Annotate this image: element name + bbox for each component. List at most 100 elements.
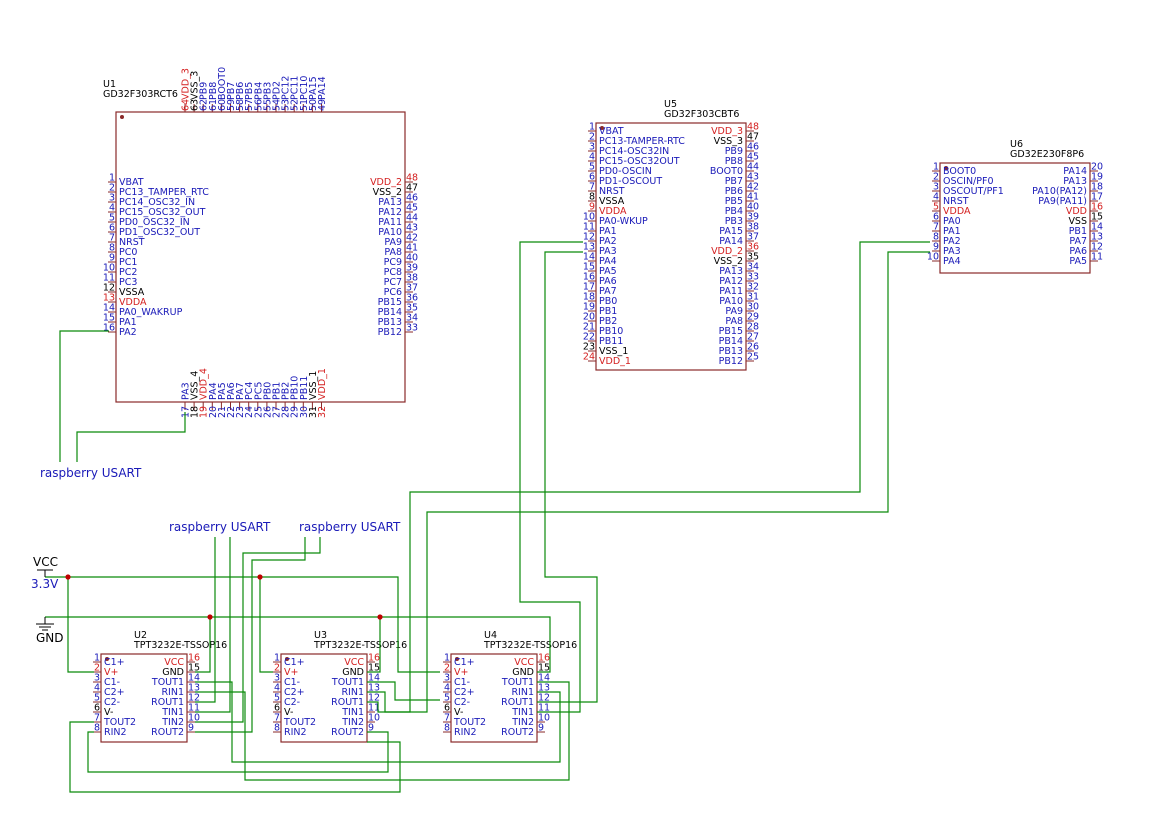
pin-number: 33 [406,323,418,334]
pin-label: PA13 [378,197,402,208]
pin-number: 6 [274,703,280,714]
pin-label: VDDA [943,206,971,217]
pin-label: PD0_OSC32_IN [119,217,190,228]
pin-number: 36 [747,242,759,253]
pin-label: PA10(PA12) [1032,186,1087,197]
pin-number: 16 [188,653,200,664]
pin-number: 5 [933,202,939,213]
chip-body [939,162,1091,274]
pin-label: PA0_WAKRUP [119,307,183,318]
pin-number: 11 [368,703,380,714]
wire-u3-vplus [259,577,273,673]
pin-label: PA9(PA11) [1038,196,1087,207]
pin-number: 28 [747,322,759,333]
pin-number: 43 [747,172,759,183]
pin-number: 15 [103,313,115,324]
pin-label: PB14 [719,336,743,347]
pin-label: OSCOUT/PF1 [943,186,1004,197]
pin-number: 49 [317,99,328,111]
pin-label: RIN2 [104,727,127,738]
pin-number: 20 [208,406,219,418]
pin-label: PC1 [119,257,137,268]
pin-number: 37 [747,232,759,243]
pin-label: PA5 [599,266,617,277]
pin-label: PB1 [272,382,283,400]
pin-label: VDDA [119,297,147,308]
pin-label: PB1 [599,306,617,317]
pin-number: 1 [94,653,100,664]
pin-label: PC6 [384,287,402,298]
pin-label: TIN2 [161,717,184,728]
pin-label: TOUT1 [501,677,534,688]
wire-rpi3-a [195,537,321,723]
junction-dot [257,574,263,580]
pin-label: TIN1 [161,707,184,718]
pin-number: 4 [444,683,450,694]
pin-number: 29 [290,406,301,418]
pin-label: VDD [1066,206,1087,217]
pin-label: PB11 [299,376,310,400]
pin-label: PA11 [719,286,743,297]
pin-number: 17 [583,282,595,293]
pin-label: PC5 [253,382,264,400]
pin-number: 6 [94,703,100,714]
pin-label: RIN1 [161,687,184,698]
pin-label: NRST [599,186,625,197]
pin-label: PA9 [384,237,402,248]
pin-label: PD0-OSCIN [599,166,652,177]
pin-label: PB0 [599,296,617,307]
pin-number: 35 [406,303,418,314]
pin-number: 19 [583,302,595,313]
pin-number: 1 [933,162,939,173]
pin-label: PC4 [244,382,255,400]
pin-label: V+ [104,667,118,678]
pin-label: PB1 [1069,226,1087,237]
pin-label: PA14 [1063,166,1087,177]
pin-label: V+ [284,667,298,678]
pin-number: 36 [406,293,418,304]
pin-label: PC0 [119,247,137,258]
wire-u2-tout2 [69,721,401,793]
chip-body [115,111,406,403]
pin-label: PA2 [599,236,617,247]
pin-label: VSS_2 [714,256,743,267]
chip-body [595,122,747,371]
pin-label: RIN1 [341,687,364,698]
pin-number: 7 [94,713,100,724]
pin-label: VSS_3 [190,71,201,100]
wire-u5-pa3 [537,251,598,703]
pin-label: PB14 [378,307,402,318]
pin-number: 43 [406,223,418,234]
pin-label: TIN2 [511,717,534,728]
pin-label: PA11 [378,217,402,228]
pin-label: PC2 [119,267,137,278]
pin-label: PA14 [719,236,743,247]
pin-label: PA12 [378,207,402,218]
pin-label: V+ [454,667,468,678]
pin-label: PA15 [308,76,319,100]
pin-number: 14 [103,303,115,314]
pin-label: PA3 [943,246,961,257]
pin-label: VCC [344,657,364,668]
pin-label: VDD_2 [370,177,402,188]
pin-label: PB8 [208,82,219,100]
pin-number: 14 [188,673,200,684]
pin-label: C2- [454,697,470,708]
pin-number: 13 [1091,232,1103,243]
pin-number: 40 [406,253,418,264]
pin-number: 10 [368,713,380,724]
pin-label: PB10 [599,326,623,337]
pin-number: 42 [406,233,418,244]
pin-label: PA7 [235,382,246,400]
pin-label: ROUT2 [151,727,184,738]
pin-label: PB3 [262,82,273,100]
pin-number: 5 [589,162,595,173]
pin-number: 38 [406,273,418,284]
pin-number: 64 [181,99,192,111]
pin-number: 16 [1091,202,1103,213]
wire-u1-pa2 [59,330,109,462]
pin-label: PA2 [119,327,137,338]
pin-number: 13 [538,683,550,694]
